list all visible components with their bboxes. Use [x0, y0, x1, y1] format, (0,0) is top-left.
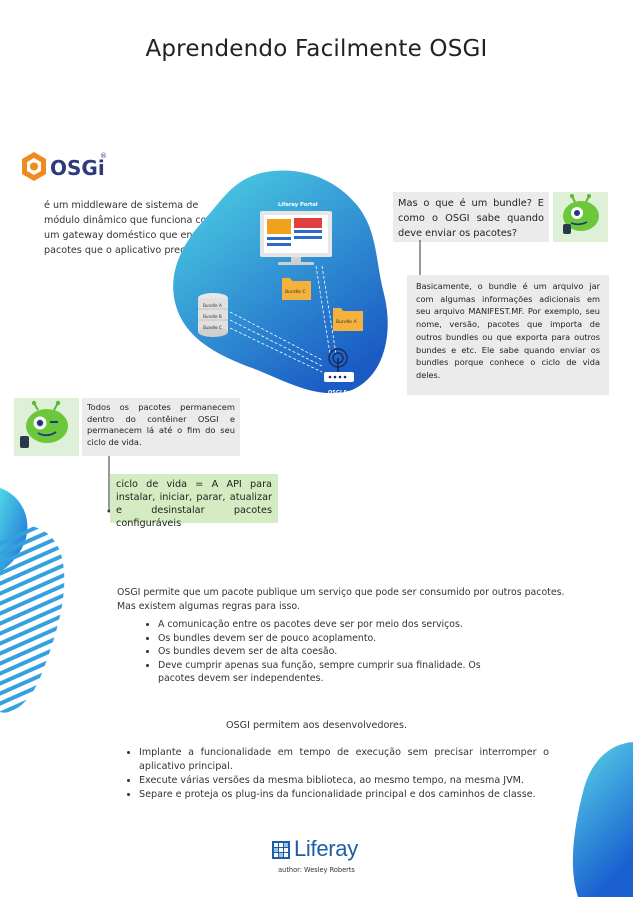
lifecycle-note: ciclo de vida = A API para instalar, ini… [110, 474, 278, 529]
page-title: Aprendendo Facilmente OSGI [145, 36, 488, 62]
router-icon [324, 348, 354, 382]
list-item: A comunicação entre os pacotes deve ser … [158, 618, 518, 632]
robot-wink-icon [14, 398, 79, 456]
database-icon: Bundle A Bundle B Bundle C [198, 293, 228, 337]
lifecycle-connector [107, 456, 111, 513]
list-item: Deve cumprir apenas sua função, sempre c… [158, 659, 518, 686]
answer-note: Basicamente, o bundle é um arquivo jar c… [407, 275, 609, 395]
decorative-shape-right [572, 742, 633, 897]
container-note: Todos os pacotes permanecem dentro do co… [82, 398, 240, 456]
developers-list: Implante a funcionalidade em tempo de ex… [108, 746, 549, 802]
osgi-logo-icon [22, 152, 46, 181]
list-item: Execute várias versões da mesma bibliote… [139, 774, 549, 788]
decorative-shape-left [0, 488, 65, 713]
osgi-logo: OSGi ® [18, 150, 113, 186]
folder-a-label: Bundle A [336, 319, 357, 325]
developers-heading: OSGI permitem aos desenvolvedores. [226, 720, 407, 731]
connector-lines [229, 265, 337, 373]
osgi-logo-registered: ® [100, 152, 107, 160]
monitor-icon [260, 211, 332, 265]
robot-thinking-icon [553, 192, 608, 242]
question-note: Mas o que é um bundle? E como o OSGI sab… [393, 192, 549, 242]
db-bundle-b: Bundle B [203, 314, 222, 319]
liferay-logo-icon [272, 841, 290, 859]
folder-c-label: Bundle C [285, 289, 306, 295]
framework-label: OSGI Framework [328, 390, 376, 396]
db-bundle-a: Bundle A [203, 303, 222, 308]
services-paragraph: OSGI permite que um pacote publique um s… [117, 587, 565, 612]
folder-bundle-c-icon: Bundle C [282, 278, 311, 300]
list-item: Implante a funcionalidade em tempo de ex… [139, 746, 549, 774]
db-bundle-c: Bundle C [203, 325, 222, 330]
list-item: Os bundles devem ser de pouco acoplament… [158, 632, 518, 646]
osgi-diagram: Liferay Portal Bundle C Bundle A Bundle … [173, 170, 388, 396]
portal-label: Liferay Portal [278, 202, 318, 208]
intro-text: é um middleware de sistema de módulo din… [44, 200, 222, 256]
list-item: Os bundles devem ser de alta coesão. [158, 645, 518, 659]
author-credit: author: Wesley Roberts [278, 866, 355, 874]
liferay-logo-text: Liferay [294, 836, 358, 861]
osgi-logo-text: OSGi [50, 156, 105, 180]
rules-list: A comunicação entre os pacotes deve ser … [136, 618, 518, 686]
folder-bundle-a-icon: Bundle A [333, 308, 363, 331]
list-item: Separe e proteja os plug-ins da funciona… [139, 788, 549, 802]
liferay-logo: Liferay [272, 836, 372, 866]
question-answer-connector [419, 240, 421, 278]
diagram-background [173, 170, 388, 394]
